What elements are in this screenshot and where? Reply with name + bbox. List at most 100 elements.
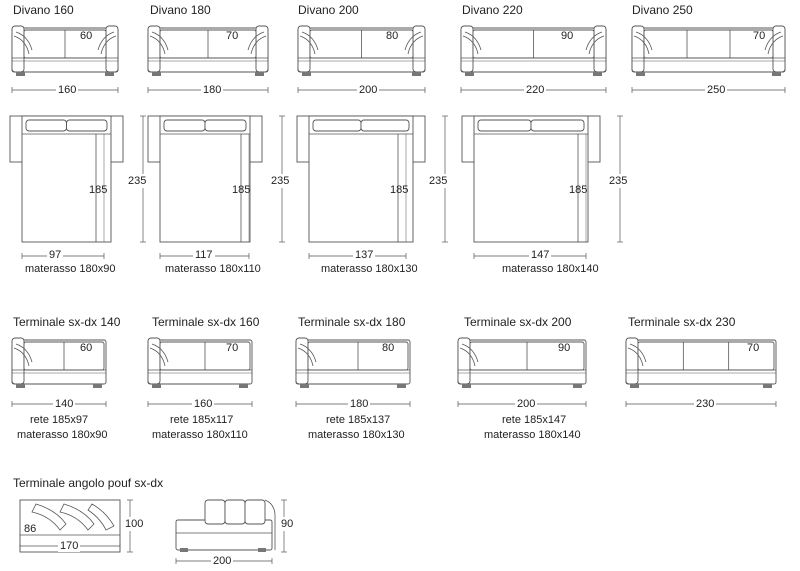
bed-total-depth-label: 235 — [429, 174, 448, 188]
terminal-title: Terminale sx-dx 230 — [628, 315, 736, 329]
pouf-cushion — [87, 503, 115, 531]
bed-width-label: 137 — [353, 249, 376, 261]
outline — [175, 519, 273, 551]
bed-width-label: 117 — [193, 249, 215, 261]
foot — [152, 72, 161, 76]
pillow — [297, 347, 314, 367]
terminal-mattress-label: materasso 180x110 — [152, 429, 248, 441]
terminal-width-label: 160 — [192, 398, 215, 410]
bed-inner-depth-label: 185 — [89, 184, 108, 196]
pillow — [588, 35, 605, 55]
terminal-front-view — [625, 337, 777, 407]
sofa-width-label: 250 — [705, 84, 728, 96]
pillow — [635, 31, 653, 51]
foot — [239, 384, 248, 388]
bed-width-label: 147 — [529, 249, 552, 261]
sofa-depth-label: 70 — [226, 30, 239, 42]
foot — [593, 72, 602, 76]
foot — [302, 72, 311, 76]
foot — [636, 72, 645, 76]
outline — [25, 119, 67, 132]
outline — [477, 119, 532, 132]
terminal-front-view — [457, 337, 587, 407]
pillow — [764, 31, 782, 51]
terminal-width-label: 180 — [348, 398, 371, 410]
pillow — [151, 343, 169, 363]
pillow — [299, 343, 317, 363]
bed-plan-view — [296, 115, 448, 259]
foot — [772, 72, 781, 76]
outline — [204, 119, 247, 132]
outline — [308, 115, 414, 243]
pouf-front-height-label: 90 — [281, 517, 294, 531]
terminal-depth-label: 70 — [226, 342, 239, 354]
terminal-title: Terminale sx-dx 180 — [298, 315, 406, 329]
sofa-depth-label: 80 — [386, 30, 399, 42]
bed-plan-view — [461, 115, 623, 259]
outline — [21, 115, 112, 243]
terminal-mattress-label: materasso 180x140 — [484, 429, 581, 441]
pillow — [585, 31, 603, 51]
outline — [473, 115, 589, 243]
terminal-title: Terminale sx-dx 160 — [152, 315, 260, 329]
foot — [16, 384, 25, 388]
terminal-mattress-label: materasso 180x130 — [308, 429, 405, 441]
outline — [530, 119, 585, 132]
sofa-width-label: 160 — [56, 84, 79, 96]
sofa-title: Divano 220 — [462, 3, 523, 17]
foot — [93, 384, 102, 388]
pillow — [464, 31, 482, 51]
pouf-plan-side-label: 100 — [125, 517, 144, 531]
pillow — [97, 31, 115, 51]
pillow — [100, 35, 117, 55]
outline — [163, 119, 206, 132]
pillow — [250, 35, 267, 55]
sofa-depth-label: 90 — [561, 30, 574, 42]
terminal-title: Terminale sx-dx 200 — [464, 315, 572, 329]
bed-mattress-label: materasso 180x110 — [165, 263, 261, 275]
terminal-front-view — [11, 337, 107, 407]
pillow — [459, 347, 476, 367]
bed-inner-depth-label: 185 — [390, 184, 409, 196]
pouf-arm — [264, 499, 276, 550]
bed-inner-depth-label: 185 — [569, 184, 588, 196]
pillow — [629, 343, 647, 363]
outline — [312, 119, 362, 132]
pouf-front-view — [175, 499, 287, 564]
terminal-width-label: 200 — [515, 398, 538, 410]
outline — [66, 119, 108, 132]
terminal-rete-label: rete 185x147 — [502, 414, 567, 426]
sofa-title: Divano 180 — [150, 3, 211, 17]
bed-total-depth-label: 235 — [128, 174, 147, 188]
foot — [630, 384, 639, 388]
sofa-title: Divano 250 — [632, 3, 693, 17]
sofa-depth-label: 70 — [753, 30, 766, 42]
terminal-rete-label: rete 185x117 — [170, 414, 234, 426]
bed-plan-view — [9, 115, 146, 259]
pillow — [461, 343, 479, 363]
terminal-depth-label: 90 — [558, 342, 571, 354]
pillow — [767, 35, 784, 55]
terminal-width-label: 140 — [53, 398, 76, 410]
outline — [224, 499, 246, 525]
terminal-width-label: 230 — [694, 398, 717, 410]
foot — [465, 72, 474, 76]
foot — [105, 72, 114, 76]
terminal-depth-label: 60 — [80, 342, 93, 354]
outline — [204, 499, 226, 525]
pouf-plan-depth-label: 86 — [24, 523, 37, 535]
sofa-front-view — [460, 25, 607, 93]
foot — [300, 384, 309, 388]
foot — [462, 384, 471, 388]
pouf-plan-width-label: 170 — [58, 540, 81, 552]
outline — [244, 499, 266, 525]
sofa-title: Divano 160 — [13, 3, 74, 17]
pillow — [149, 347, 166, 367]
bed-plan-view — [147, 115, 285, 259]
pillow — [627, 347, 644, 367]
sofa-title: Divano 200 — [298, 3, 359, 17]
sofa-front-view — [147, 25, 269, 93]
pouf-cushion — [59, 503, 95, 531]
